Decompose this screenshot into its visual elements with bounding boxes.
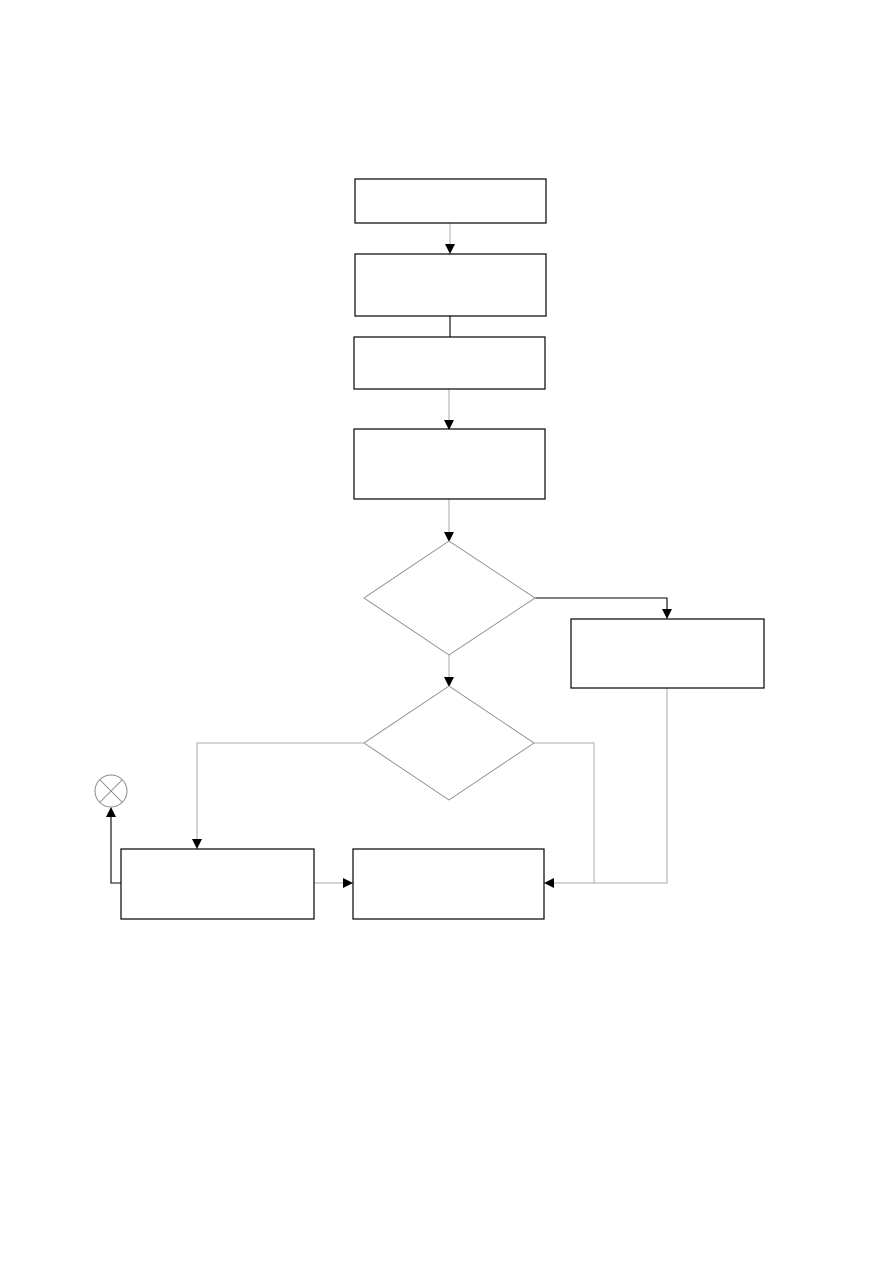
edge-decision-1-to-process-5 [535,597,672,619]
edge-process-6-to-terminator [106,807,121,884]
process-box-3 [353,336,546,390]
process-box-4 [353,428,546,500]
process-box-6 [120,848,315,920]
decision-diamond-2 [363,685,535,801]
connectors [106,223,672,888]
process-box-1 [354,178,547,224]
process-box-7 [352,848,545,920]
process-box-2 [354,253,547,317]
edge-process-5-to-process-7 [544,688,668,888]
decision-diamond-1 [363,540,536,656]
terminator-cross-circle-icon [94,774,128,808]
edge-decision-2-to-process-6 [192,742,364,849]
edge-decision-2-to-process-7 [534,742,595,883]
process-box-5 [570,618,765,689]
nodes [94,178,765,920]
